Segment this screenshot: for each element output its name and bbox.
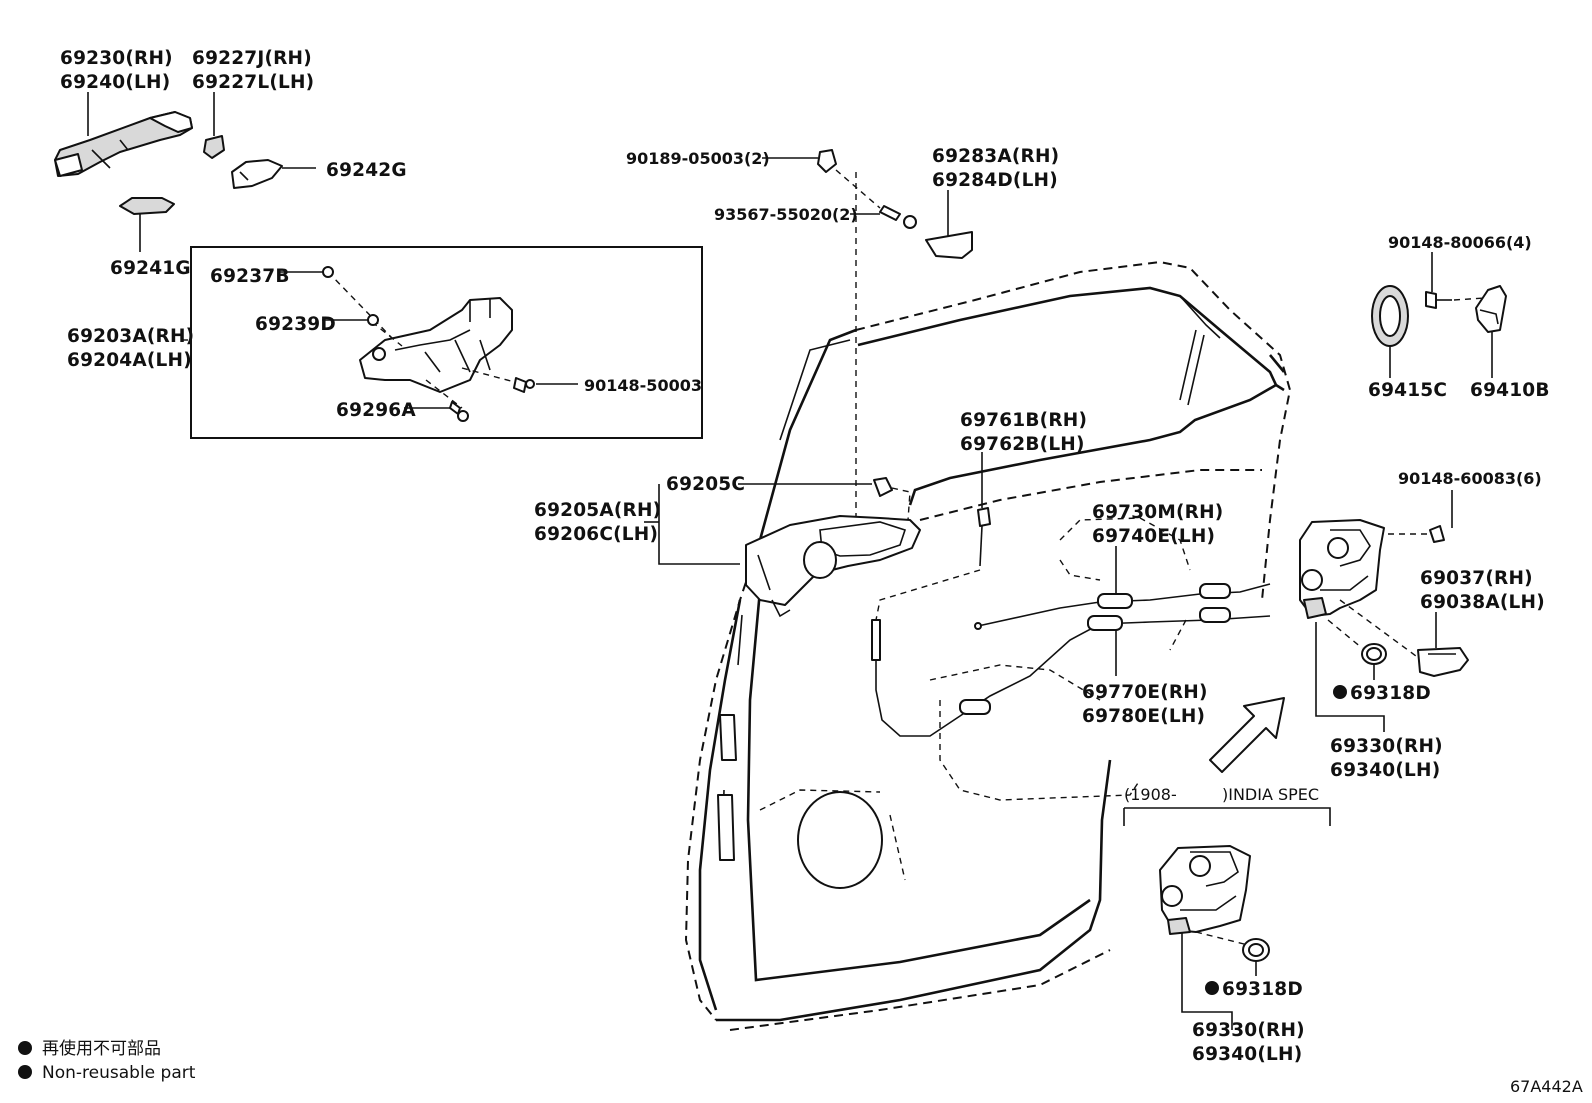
label-frame-lh: 69204A(LH) [67,350,192,371]
label-cover-lh: 69284D(LH) [932,170,1058,191]
screw-90148-60083-icon [1429,525,1445,543]
label-variant-open: (1908- [1124,785,1177,804]
variant-seal-icon [1242,938,1270,962]
legend-dot-jp-icon [18,1041,32,1055]
dash-cable [1169,619,1187,651]
label-cable-rh: 69730M(RH) [1092,502,1223,523]
label-bolt-90148-50003: 90148-50003 [584,376,702,395]
label-striker: 69410B [1470,380,1550,401]
label-screw-69296a: 69296A [336,400,416,421]
label-lock-cover-lh: 69038A(LH) [1420,592,1545,613]
dash-striker [1453,297,1485,301]
dash-seal [1327,619,1363,649]
clip-90189-icon [817,149,837,173]
label-pad-69242g: 69242G [326,160,407,181]
door-lock [1299,519,1385,619]
label-cable2-rh: 69770E(RH) [1082,682,1208,703]
label-handle-cap-rh: 69227J(RH) [192,48,312,69]
label-variant-spec: )INDIA SPEC [1222,785,1319,804]
label-cable-lh: 69740E(LH) [1092,526,1215,547]
non-reusable-dot-icon [1333,685,1347,699]
dash-variant-seal [1195,931,1245,945]
frame-assembly [359,297,513,393]
striker-cover [1371,285,1409,347]
figure-id: 67A442A [1510,1077,1583,1096]
label-seal-69318d: 69318D [1350,683,1431,704]
label-handle-cap-lh: 69227L(LH) [192,72,314,93]
label-screw-69237b: 69237B [210,266,290,287]
label-striker-cover: 69415C [1368,380,1447,401]
label-screw-93567: 93567-55020(2) [714,205,858,224]
label-variant-seal: 69318D [1222,979,1303,1000]
dash-69296a [425,379,463,409]
screw-69296a-icon [449,401,469,422]
outer-handle [54,111,193,177]
label-lock-lh: 69340(LH) [1330,760,1440,781]
rod-69761b [977,507,991,567]
label-variant-lock-rh: 69330(RH) [1192,1020,1305,1041]
bracket-lock [1315,622,1385,732]
dash-bushing [891,487,911,521]
label-bushing-69205c: 69205C [666,474,745,495]
dash-clip [835,169,881,209]
label-inner-handle-rh: 69205A(RH) [534,500,661,521]
frame-box [190,246,703,439]
dash-rod [875,569,981,621]
legend-dot-en-icon [18,1065,32,1079]
variant-bracket [1123,807,1331,826]
door-panel [684,260,1292,1031]
screw-69237b-icon [322,266,334,278]
legend-en: Non-reusable part [42,1063,196,1083]
label-variant-lock-lh: 69340(LH) [1192,1044,1302,1065]
label-inner-handle-lh: 69206C(LH) [534,524,658,545]
screw-93567-icon [879,205,917,229]
variant-bracket-lock [1181,932,1233,1030]
label-cover-rh: 69283A(RH) [932,146,1059,167]
inner-handle [745,515,921,618]
label-screw-90148-80066: 90148-80066(4) [1388,233,1532,252]
seal-69318d-icon [1361,643,1387,665]
screw-90148-80066-icon [1425,291,1452,309]
dash-69237b [327,271,393,339]
label-clip-90189: 90189-05003(2) [626,149,770,168]
cable-69730m [974,583,1271,630]
variant-lock [1159,845,1251,935]
cover-69283a [925,231,973,259]
label-frame-rh: 69203A(RH) [67,326,194,347]
cable-69770e [871,607,1271,737]
label-lock-rh: 69330(RH) [1330,736,1443,757]
pad-69242g [231,159,283,189]
label-outer-handle-lh: 69240(LH) [60,72,170,93]
label-rod-rh: 69761B(RH) [960,410,1087,431]
label-outer-handle-rh: 69230(RH) [60,48,173,69]
lock-cover [1417,647,1469,677]
bushing-69205c-icon [873,477,893,497]
label-cable2-lh: 69780E(LH) [1082,706,1205,727]
view-arrow-icon [1209,697,1285,773]
dash-lock-cover [1339,599,1417,657]
handle-cap [203,135,225,159]
label-rod-lh: 69762B(LH) [960,434,1085,455]
label-screw-69239d: 69239D [255,314,336,335]
label-screw-90148-60083: 90148-60083(6) [1398,469,1542,488]
legend-jp: 再使用不可部品 [42,1038,161,1059]
variant-non-reusable-dot-icon [1205,981,1219,995]
bracket-69205 [658,484,740,565]
bolt-90148-50003-icon [513,377,535,393]
label-lock-cover-rh: 69037(RH) [1420,568,1533,589]
label-pad-69241g: 69241G [110,258,191,279]
striker [1475,285,1507,333]
pad-69241g [119,197,175,215]
screw-69239d-icon [367,314,379,326]
